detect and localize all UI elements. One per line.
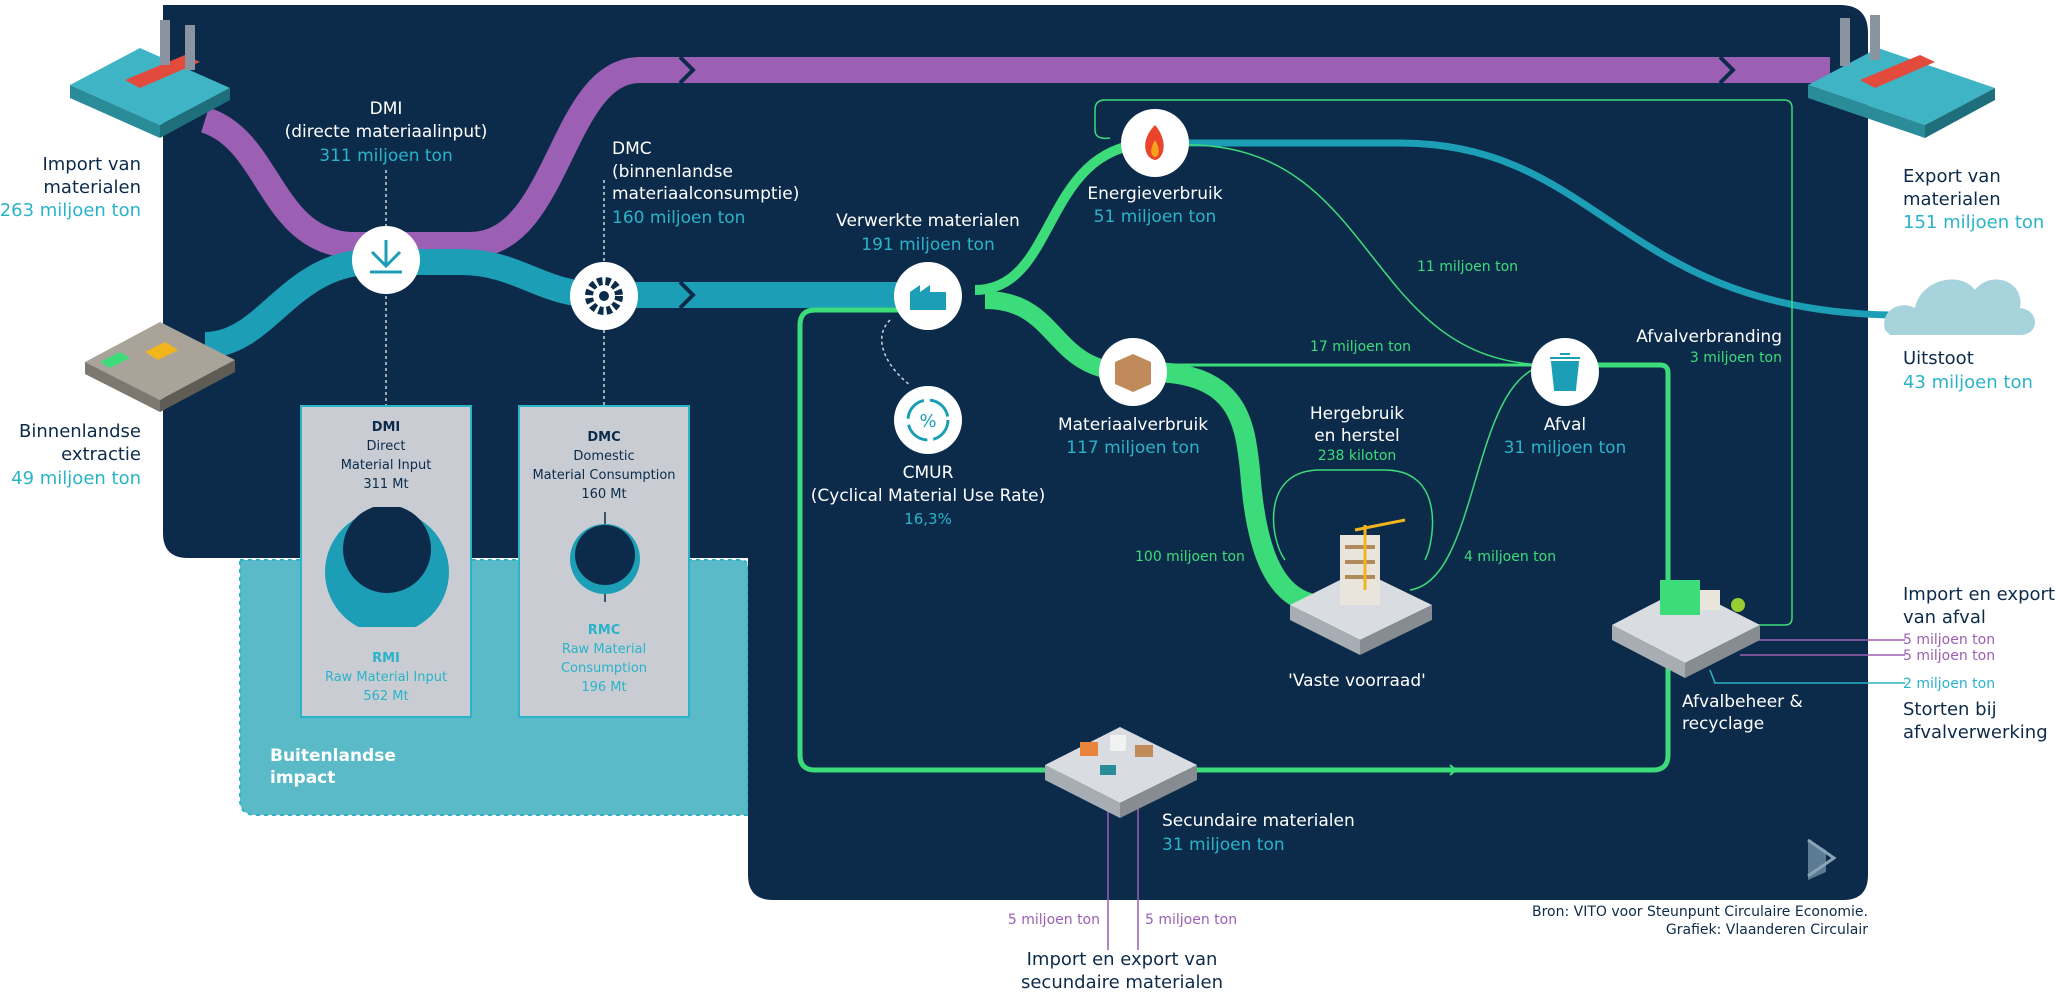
reuse-loop bbox=[1272, 469, 1434, 561]
secondary-label: Secundaire materialen bbox=[1162, 811, 1355, 831]
rmi-box-footer: RMI Raw Material Input 562 Mt bbox=[324, 651, 448, 704]
dmc-box-header: DMC Domestic Material Consumption 160 Mt bbox=[532, 430, 676, 502]
secondary-value: 31 miljoen ton bbox=[1162, 835, 1285, 855]
vlaanderen-logo-icon bbox=[1807, 838, 1837, 880]
cmur-value: 16,3% bbox=[904, 510, 952, 528]
waste-label: Afval bbox=[1543, 415, 1587, 435]
energy-label: Energieverbruik bbox=[1087, 184, 1223, 204]
secondary-loop bbox=[797, 307, 1671, 773]
port-icon-left bbox=[70, 20, 230, 138]
dmi-title: DMI bbox=[369, 99, 403, 119]
emissions-label: Uitstoot bbox=[1903, 348, 1974, 369]
landfill-value: 2 miljoen ton bbox=[1903, 676, 1996, 692]
export-materials-value: 151 miljoen ton bbox=[1903, 212, 2045, 233]
waste-export-value: 5 miljoen ton bbox=[1903, 648, 1996, 664]
recycling-plant-icon bbox=[1612, 580, 1760, 678]
incineration-label: Afvalverbranding bbox=[1636, 327, 1782, 347]
economy-background bbox=[163, 5, 1868, 900]
dmi-box-header: DMI Direct Material Input 311 Mt bbox=[340, 420, 432, 492]
secondary-materials-icon bbox=[1045, 727, 1197, 818]
rmc-box-footer: RMC Raw Material Consumption 196 Mt bbox=[560, 623, 648, 695]
material-use-label: Materiaalverbruik bbox=[1057, 415, 1209, 435]
port-icon-right bbox=[1808, 15, 1995, 138]
processed-to-energy bbox=[974, 138, 1156, 295]
waste-to-management bbox=[1560, 362, 1671, 600]
material-to-stock bbox=[1149, 362, 1322, 615]
energy-to-waste bbox=[1179, 144, 1546, 366]
cmur-subtitle: (Cyclical Material Use Rate) bbox=[810, 486, 1046, 506]
material-use-value: 117 miljoen ton bbox=[1066, 438, 1200, 458]
recycle-percent-icon bbox=[894, 386, 962, 454]
reuse-value: 238 kiloton bbox=[1317, 448, 1397, 464]
waste-value: 31 miljoen ton bbox=[1503, 438, 1627, 458]
material-to-stock-value: 100 miljoen ton bbox=[1135, 549, 1245, 565]
source-note: Bron: VITO voor Steunpunt Circulaire Eco… bbox=[1531, 904, 1868, 939]
material-to-waste-value: 17 miljoen ton bbox=[1310, 339, 1412, 355]
mine-icon bbox=[85, 322, 235, 412]
waste-mgmt-label: Afvalbeheer &recyclage bbox=[1682, 692, 1803, 735]
secondary-trade-right-value: 5 miljoen ton bbox=[1145, 912, 1238, 928]
dmi-box: DMI Direct Material Input 311 Mt RMI Raw… bbox=[300, 405, 472, 718]
emissions-value: 43 miljoen ton bbox=[1903, 372, 2033, 393]
dmc-title: DMC bbox=[612, 139, 652, 159]
stock-label: 'Vaste voorraad' bbox=[1288, 671, 1426, 691]
cloud-icon bbox=[1884, 279, 2035, 335]
import-materials-value: 263 miljoen ton bbox=[0, 200, 141, 221]
emissions-flow bbox=[1170, 139, 1891, 319]
domestic-extraction-value: 49 miljoen ton bbox=[11, 468, 141, 489]
processed-label: Verwerkte materialen bbox=[836, 211, 1020, 231]
incineration-flow bbox=[1094, 99, 1793, 626]
dmi-value: 311 miljoen ton bbox=[319, 146, 453, 166]
dmc-value: 160 miljoen ton bbox=[612, 208, 746, 228]
energy-to-waste-value: 11 miljoen ton bbox=[1417, 259, 1519, 275]
stock-to-waste-value: 4 miljoen ton bbox=[1464, 549, 1557, 565]
waste-import-value: 5 miljoen ton bbox=[1903, 632, 1996, 648]
building-icon bbox=[1290, 518, 1432, 655]
rmi-dmi-circles bbox=[325, 507, 449, 627]
import-export-flow bbox=[200, 57, 1830, 258]
energy-value: 51 miljoen ton bbox=[1093, 207, 1217, 227]
stock-to-waste bbox=[1409, 364, 1546, 591]
incineration-value: 3 miljoen ton bbox=[1689, 350, 1782, 366]
rmc-dmc-circles bbox=[570, 512, 640, 602]
secondary-trade-left-value: 5 miljoen ton bbox=[1007, 912, 1100, 928]
cmur-title: CMUR bbox=[902, 463, 954, 483]
svg-text:%: % bbox=[919, 411, 936, 432]
dmi-subtitle: (directe materiaalinput) bbox=[284, 122, 488, 142]
processed-value: 191 miljoen ton bbox=[861, 235, 995, 255]
dmc-box: DMC Domestic Material Consumption 160 Mt… bbox=[518, 405, 690, 718]
